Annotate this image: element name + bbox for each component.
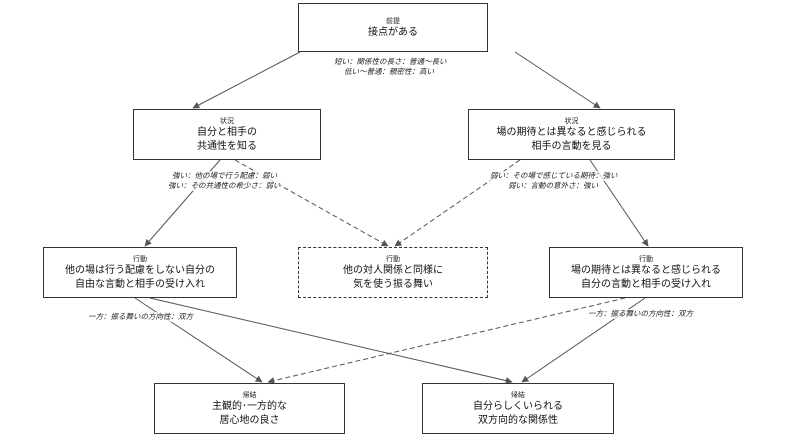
edge-action-left-to-result-left (134, 297, 263, 383)
premise-condition-1: 短い：関係性の長さ：普通～長い (334, 57, 447, 67)
action-center-line-2: 気を使う振る舞い (353, 278, 433, 290)
right-condition-1: 弱い：その場で感じている期待：強い (490, 171, 618, 181)
edge-situation-left-to-action-center (234, 159, 389, 247)
action-left-tag: 行動 (133, 254, 147, 263)
result-right-line-2: 双方向的な関係性 (478, 414, 558, 426)
premise-condition-2: 低い～普通：親密性：高い (344, 67, 434, 77)
situation-right-box: 状況 場の期待とは異なると感じられる 相手の言動を見る (468, 109, 675, 160)
action-center-line-1: 他の対人関係と同様に (343, 264, 443, 276)
premise-text: 接点がある (368, 26, 418, 38)
action-left-box: 行動 他の場は行う配慮をしない自分の 自由な言動と相手の受け入れ (43, 247, 237, 298)
edge-premise-to-situation-right (514, 51, 601, 109)
situation-left-box: 状況 自分と相手の 共通性を知る (133, 109, 321, 160)
situation-left-line-2: 共通性を知る (197, 140, 257, 152)
situation-left-line-1: 自分と相手の (197, 126, 257, 138)
situation-right-tag: 状況 (564, 116, 579, 125)
result-right-box: 帰結 自分らしくいられる 双方向的な関係性 (422, 383, 614, 434)
edge-action-right-to-result-left (267, 297, 626, 384)
result-right-tag: 帰結 (511, 390, 525, 399)
action-left-line-2: 自由な言動と相手の受け入れ (75, 278, 205, 290)
action-right-line-1: 場の期待とは異なると感じられる (571, 264, 721, 276)
action-left-condition: 一方：振る舞いの方向性：双方 (88, 312, 193, 322)
action-right-tag: 行動 (639, 254, 653, 263)
situation-right-line-2: 相手の言動を見る (531, 140, 612, 152)
edge-action-left-to-result-right (149, 297, 513, 384)
premise-tag: 前提 (386, 16, 400, 25)
action-right-box: 行動 場の期待とは異なると感じられる 自分の言動と相手の受け入れ (549, 247, 743, 298)
action-center-box: 行動 他の対人関係と同様に 気を使う振る舞い (298, 247, 488, 298)
result-right-line-1: 自分らしくいられる (473, 400, 563, 412)
action-right-line-2: 自分の言動と相手の受け入れ (581, 278, 711, 290)
left-condition-1: 強い：他の場で行う配慮：弱い (172, 171, 277, 181)
premise-box: 前提 接点がある (298, 3, 488, 52)
result-left-tag: 帰結 (242, 390, 257, 399)
situation-right-line-1: 場の期待とは異なると感じられる (496, 126, 647, 138)
result-left-line-2: 居心地の良さ (219, 414, 280, 426)
result-left-line-1: 主観的･一方的な (212, 400, 287, 412)
situation-left-tag: 状況 (220, 116, 234, 125)
right-condition-2: 弱い：言動の意外さ：強い (508, 181, 598, 191)
action-left-line-1: 他の場は行う配慮をしない自分の (65, 264, 215, 276)
action-right-condition: 一方：振る舞いの方向性：双方 (588, 309, 693, 319)
left-condition-2: 強い：その共通性の希少さ：弱い (168, 181, 281, 191)
result-left-box: 帰結 主観的･一方的な 居心地の良さ (154, 383, 345, 434)
action-center-tag: 行動 (386, 254, 400, 263)
edge-premise-to-situation-left (192, 51, 301, 109)
